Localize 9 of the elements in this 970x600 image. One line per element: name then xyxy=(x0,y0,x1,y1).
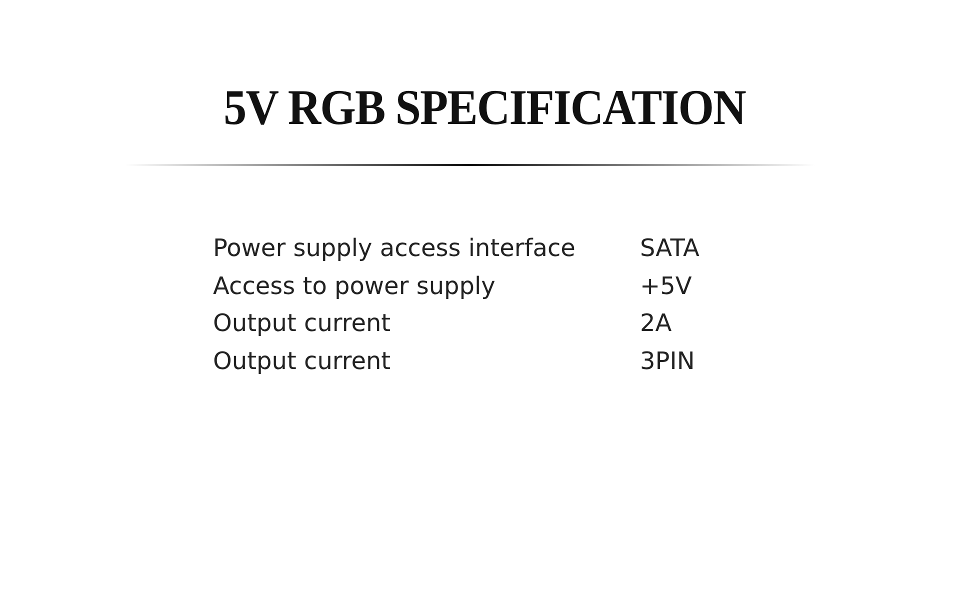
spec-value: +5V xyxy=(640,270,692,300)
spec-value: 3PIN xyxy=(640,346,695,376)
spec-name: Output current xyxy=(213,346,391,376)
spec-value: SATA xyxy=(640,233,700,263)
spec-name: Output current xyxy=(213,308,391,338)
spec-name: Power supply access interface xyxy=(213,233,576,263)
title: 5V RGB SPECIFICATION xyxy=(224,78,746,137)
spec-value: 2A xyxy=(640,308,672,338)
spec-name: Access to power supply xyxy=(213,270,496,300)
